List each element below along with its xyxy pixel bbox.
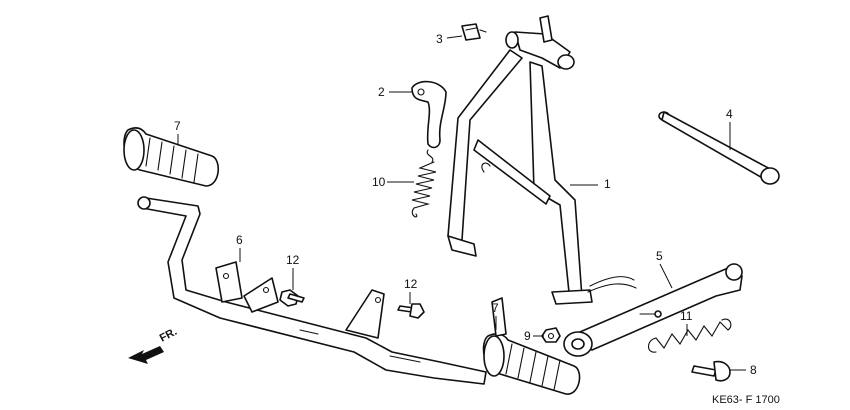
callout-11: 11 [680,309,693,323]
stand-spring [411,149,437,218]
main-stand [447,15,637,305]
callout-8: 8 [750,363,757,377]
side-stand-arm [563,263,743,357]
callout-12-right: 12 [404,277,418,291]
callout-6: 6 [236,233,243,247]
kick-spring [647,318,732,353]
callout-9: 9 [524,329,531,343]
callout-1: 1 [604,177,611,191]
stopper-rubber [461,23,487,41]
direction-label: FR. [158,326,179,345]
callout-3: 3 [436,32,443,46]
bolt-12-right [397,303,425,319]
callout-2: 2 [378,85,385,99]
footpeg-rubber-left [123,127,219,187]
footpeg-bar [137,196,487,385]
bolt-12-left [279,289,305,307]
callout-5: 5 [656,249,663,263]
callout-7-right: 7 [492,301,499,315]
bolt-8 [691,360,731,382]
callout-12-left: 12 [286,253,300,267]
pivot-shaft [658,111,780,185]
spring-hook-plate [411,80,447,149]
callout-10: 10 [372,175,386,189]
front-direction-arrow: FR. [128,326,179,364]
nut [541,327,561,343]
callout-7-left: 7 [174,119,181,133]
callouts: 1 2 3 4 5 6 7 7 8 9 10 11 12 12 [174,32,757,377]
callout-4: 4 [726,107,733,121]
diagram-code: KE63- F 1700 [712,394,780,406]
footpeg-rubber-right [482,297,581,395]
